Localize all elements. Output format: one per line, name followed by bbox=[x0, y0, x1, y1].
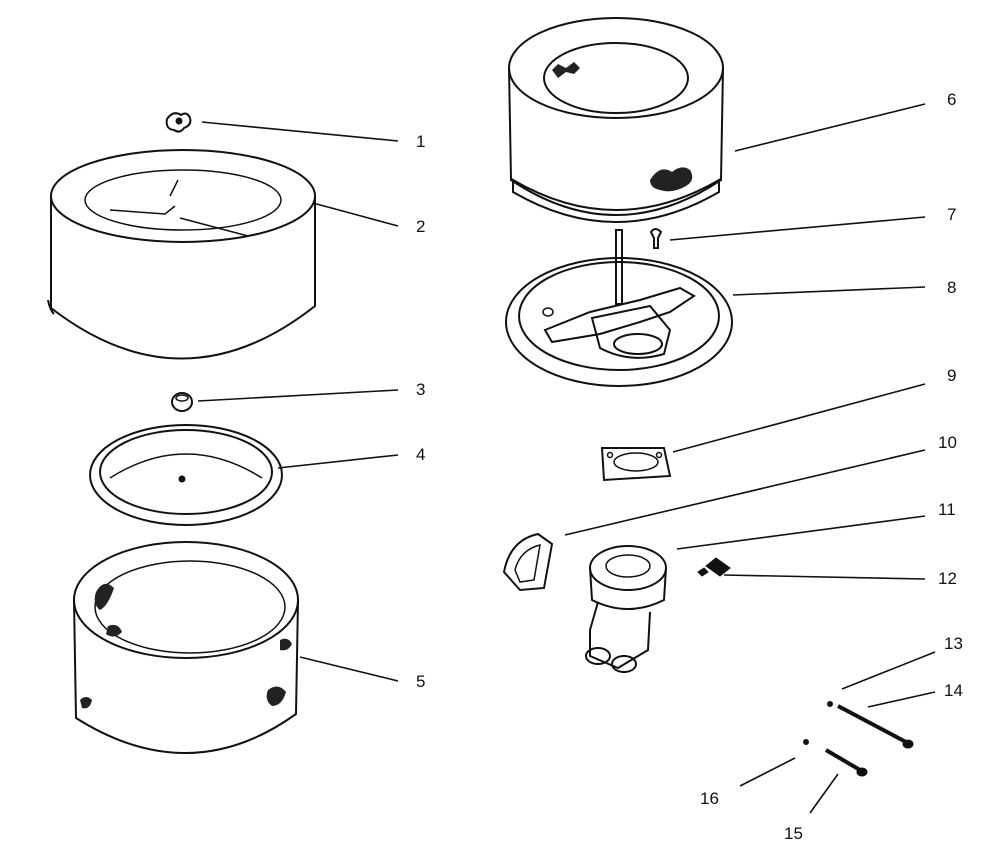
callout-11: 11 bbox=[938, 500, 956, 519]
callout-12: 12 bbox=[938, 569, 957, 588]
callout-4: 4 bbox=[416, 445, 426, 464]
part-15-bolt bbox=[824, 748, 868, 777]
callout-2: 2 bbox=[416, 217, 426, 236]
part-4-plate bbox=[89, 424, 283, 526]
leader-1 bbox=[201, 121, 399, 142]
leader-7 bbox=[669, 216, 926, 241]
leader-15 bbox=[809, 773, 839, 814]
callout-9: 9 bbox=[947, 366, 957, 385]
part-16-washer bbox=[803, 739, 809, 745]
part-13-washer bbox=[827, 701, 833, 707]
part-7-screw bbox=[649, 228, 663, 249]
callout-3: 3 bbox=[416, 380, 426, 399]
leader-14 bbox=[867, 691, 936, 708]
leader-5 bbox=[299, 656, 399, 682]
leader-6 bbox=[734, 103, 926, 152]
callout-8: 8 bbox=[947, 278, 957, 297]
leader-2 bbox=[312, 202, 399, 227]
leader-9 bbox=[672, 383, 926, 453]
part-5-foam-element bbox=[73, 541, 299, 754]
leader-12 bbox=[723, 574, 926, 580]
part-10-gasket bbox=[502, 532, 554, 592]
leader-8 bbox=[732, 286, 926, 296]
leader-10 bbox=[564, 449, 926, 536]
part-11-elbow bbox=[585, 545, 667, 673]
callout-13: 13 bbox=[944, 634, 963, 653]
leader-13 bbox=[841, 651, 936, 690]
leader-16 bbox=[739, 757, 796, 787]
callout-14: 14 bbox=[944, 681, 963, 700]
part-6-filter-cartridge bbox=[508, 17, 724, 223]
part-8-base-plate bbox=[505, 229, 733, 387]
part-12-bolt bbox=[697, 557, 731, 577]
callout-16: 16 bbox=[700, 789, 719, 808]
part-1-wing-nut bbox=[165, 112, 192, 133]
part-14-long-bolt bbox=[837, 704, 914, 749]
leader-4 bbox=[277, 454, 399, 469]
callout-6: 6 bbox=[947, 90, 957, 109]
callout-1: 1 bbox=[416, 132, 426, 151]
leader-3 bbox=[197, 389, 399, 402]
leader-lines bbox=[197, 103, 936, 814]
callout-5: 5 bbox=[416, 672, 426, 691]
callout-7: 7 bbox=[947, 205, 957, 224]
part-3-grommet bbox=[171, 392, 193, 412]
callout-15: 15 bbox=[784, 824, 803, 843]
part-2-cover bbox=[47, 149, 316, 360]
part-9-gasket bbox=[600, 447, 672, 482]
leader-11 bbox=[676, 515, 926, 550]
callout-10: 10 bbox=[938, 433, 957, 452]
